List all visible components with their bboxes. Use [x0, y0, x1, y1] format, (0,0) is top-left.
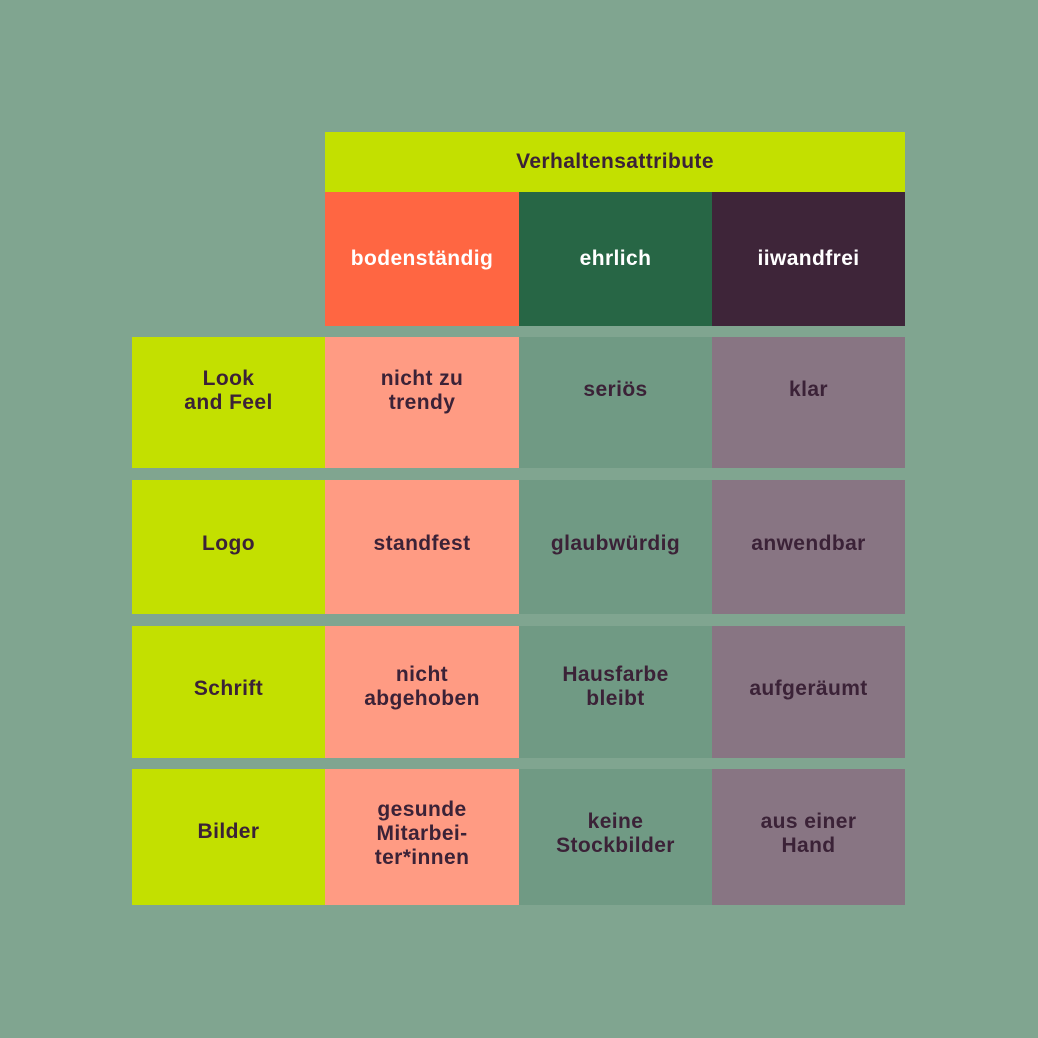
table-cell: standfest [325, 480, 519, 614]
row-header-look-and-feel: Look and Feel [132, 337, 325, 468]
table-cell: gesunde Mitarbei- ter*innen [325, 769, 519, 905]
table-cell: nicht abgehoben [325, 626, 519, 758]
column-header-iiwandfrei: iiwandfrei [712, 192, 905, 326]
table-cell-text: aufgeräumt [749, 677, 868, 700]
column-header-bodenstaendig: bodenständig [325, 192, 519, 326]
row-header-label: Bilder [197, 820, 260, 843]
row-header-label: Look and Feel [184, 366, 273, 414]
column-header-label: bodenständig [350, 247, 494, 270]
table-cell-text: glaubwürdig [550, 532, 681, 555]
table-cell-text: Hausfarbe bleibt [562, 663, 669, 710]
row-header-logo: Logo [132, 480, 325, 614]
row-header-label: Logo [202, 532, 255, 555]
column-header-label: iiwandfrei [757, 247, 860, 270]
table-cell: aus einer Hand [712, 769, 905, 905]
table-cell: glaubwürdig [519, 480, 712, 614]
table-cell-text: standfest [373, 532, 471, 555]
table-header-title: Verhaltensattribute [516, 150, 714, 173]
row-header-label: Schrift [193, 677, 264, 700]
table-cell-text: aus einer Hand [760, 810, 857, 857]
table-cell: anwendbar [712, 480, 905, 614]
table-cell-text: nicht abgehoben [364, 663, 480, 710]
table-cell-text: nicht zu trendy [380, 366, 464, 414]
row-header-schrift: Schrift [132, 626, 325, 758]
column-header-label: ehrlich [579, 247, 652, 270]
table-cell: Hausfarbe bleibt [519, 626, 712, 758]
row-header-bilder: Bilder [132, 769, 325, 905]
table-cell-text: gesunde Mitarbei- ter*innen [374, 798, 470, 869]
column-header-ehrlich: ehrlich [519, 192, 712, 326]
table-cell-text: klar [789, 377, 828, 401]
table-header: Verhaltensattribute [325, 132, 905, 192]
table-cell: klar [712, 337, 905, 468]
table-cell-text: keine Stockbilder [556, 810, 675, 857]
table-cell-text: seriös [583, 377, 648, 401]
table-cell: keine Stockbilder [519, 769, 712, 905]
table-cell: nicht zu trendy [325, 337, 519, 468]
table-cell: aufgeräumt [712, 626, 905, 758]
table-cell-text: anwendbar [751, 532, 866, 555]
table-cell: seriös [519, 337, 712, 468]
